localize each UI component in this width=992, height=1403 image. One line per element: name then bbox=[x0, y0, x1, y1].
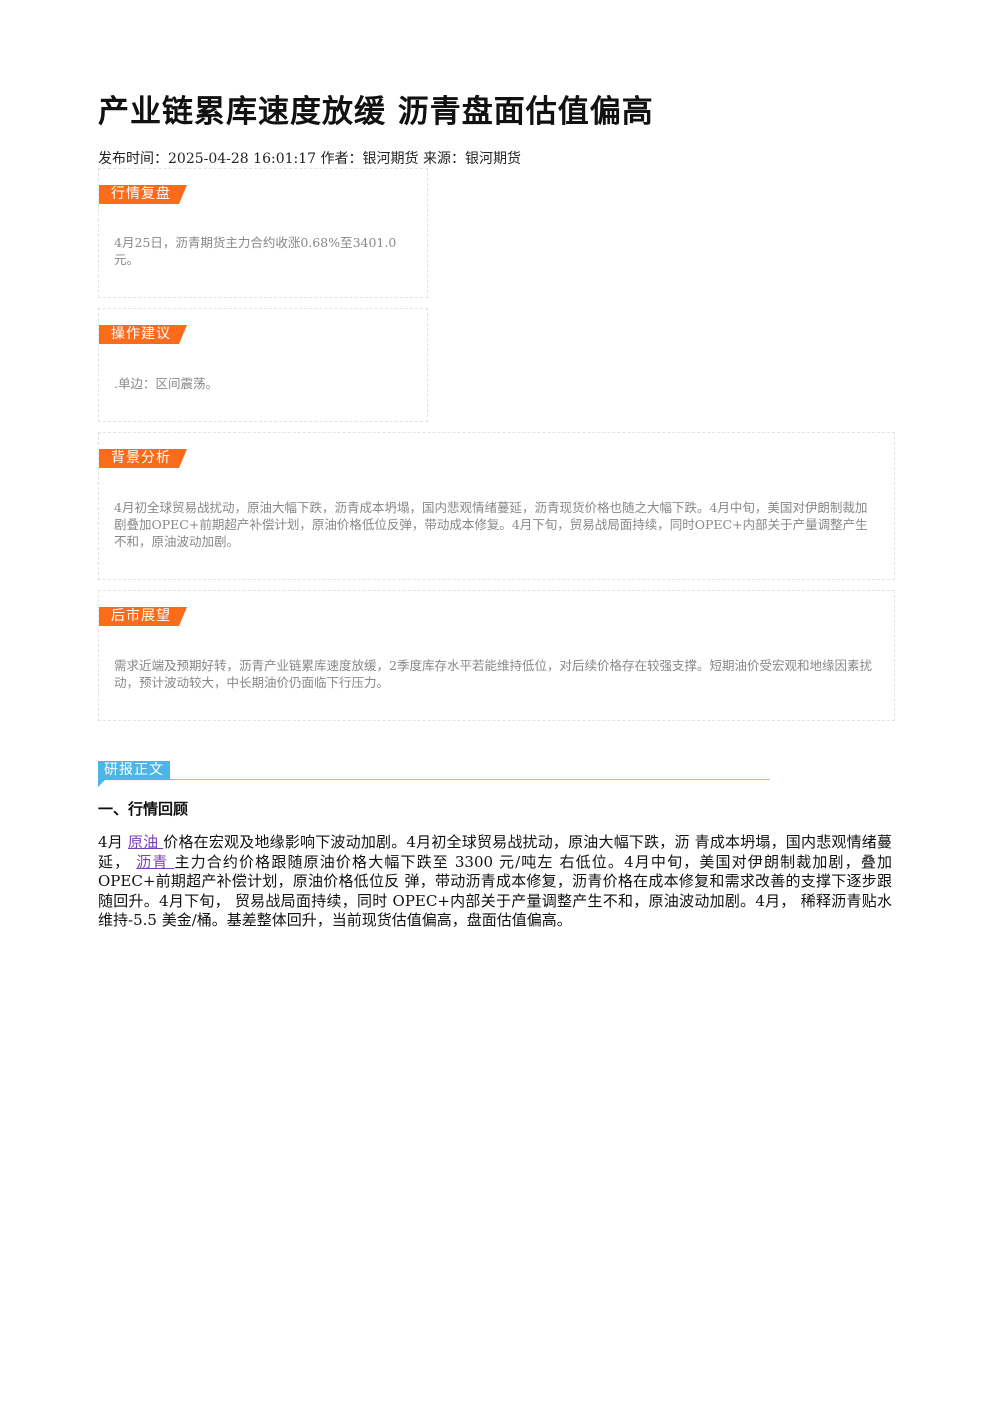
section-tag: 行情复盘 bbox=[99, 185, 187, 204]
asphalt-link[interactable]: 沥青 bbox=[136, 852, 175, 871]
para-prefix: 4月 bbox=[98, 833, 128, 851]
advice-text: .单边：区间震荡。 bbox=[114, 376, 218, 391]
tag-background bbox=[99, 185, 187, 204]
tag-background bbox=[99, 449, 187, 468]
section-label: 操作建议 bbox=[111, 326, 171, 342]
section-label: 后市展望 bbox=[111, 608, 171, 624]
section-tag: 背景分析 bbox=[99, 449, 187, 468]
article-meta: 发布时间：2025-04-28 16:01:17 作者：银河期货 来源：银河期货 bbox=[98, 151, 521, 167]
section-tag: 操作建议 bbox=[99, 325, 187, 344]
para-rest: 主力合约价格跟随原油价格大幅下跌至 3300 元/吨左 右低位。4月中旬，美国对… bbox=[98, 852, 893, 930]
report-divider bbox=[170, 779, 770, 780]
section-tag: 后市展望 bbox=[99, 607, 187, 626]
report-section-tag: 研报正文 bbox=[98, 761, 770, 789]
tag-background bbox=[99, 607, 187, 626]
report-paragraph: 4月 原油 价格在宏观及地缘影响下波动加剧。4月初全球贸易战扰动，原油大幅下跌，… bbox=[98, 833, 892, 931]
para-mid: 价格在宏观及地缘影响下波动加剧。4月初全球贸易战扰动，原油大幅下跌，沥 青成本坍… bbox=[98, 833, 892, 871]
background-text: 4月初全球贸易战扰动，原油大幅下跌，沥青成本坍塌，国内悲观情绪蔓延，沥青现货价格… bbox=[114, 500, 868, 549]
advice-box: 操作建议 .单边：区间震荡。 bbox=[98, 308, 428, 422]
section-label: 背景分析 bbox=[111, 450, 171, 466]
background-box: 背景分析 4月初全球贸易战扰动，原油大幅下跌，沥青成本坍塌，国内悲观情绪蔓延，沥… bbox=[98, 432, 895, 580]
market-review-text: 4月25日，沥青期货主力合约收涨0.68%至3401.0元。 bbox=[114, 235, 397, 267]
page-title: 产业链累库速度放缓 沥青盘面估值偏高 bbox=[98, 94, 654, 130]
outlook-text: 需求近端及预期好转，沥青产业链累库速度放缓，2季度库存水平若能维持低位，对后续价… bbox=[114, 658, 872, 690]
tag-background bbox=[99, 325, 187, 344]
report-tag-corner bbox=[98, 780, 105, 787]
crude-oil-link[interactable]: 原油 bbox=[127, 833, 164, 851]
report-label: 研报正文 bbox=[98, 761, 170, 780]
outlook-box: 后市展望 需求近端及预期好转，沥青产业链累库速度放缓，2季度库存水平若能维持低位… bbox=[98, 590, 895, 721]
report-heading: 一、行情回顾 bbox=[98, 800, 189, 818]
market-review-box: 行情复盘 4月25日，沥青期货主力合约收涨0.68%至3401.0元。 bbox=[98, 168, 428, 298]
section-label: 行情复盘 bbox=[111, 186, 171, 202]
